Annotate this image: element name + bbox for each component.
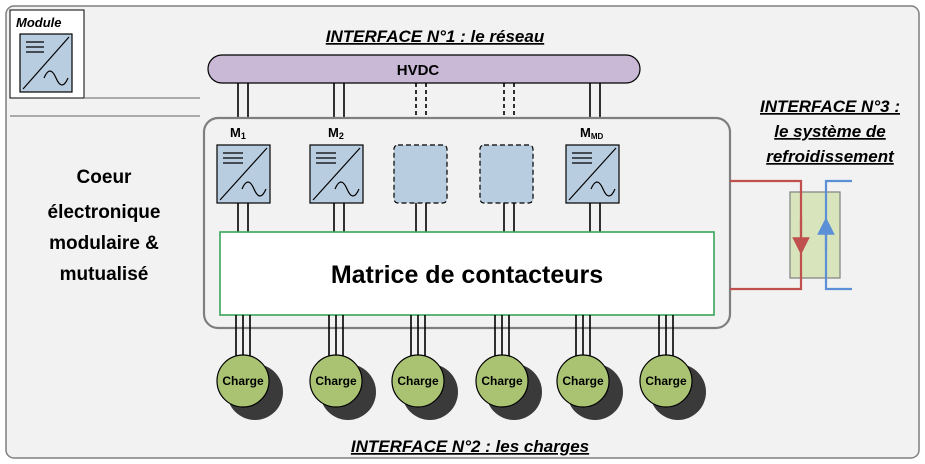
interface3-line3: refroidissement [766, 147, 895, 166]
interface2-label: INTERFACE N°2 : les charges [351, 437, 589, 456]
core-container [202, 116, 732, 330]
module-wires [237, 203, 601, 232]
core-line1: Coeur [77, 167, 133, 188]
module-label-2: M2 [328, 125, 344, 141]
charge-1: Charge [216, 354, 283, 420]
charge-wires [235, 315, 674, 362]
charge-label-3: Charge [397, 374, 439, 388]
core-line2: électronique [48, 202, 161, 223]
interface3-line1: INTERFACE N°3 : [760, 97, 900, 116]
interface1-label: INTERFACE N°1 : le réseau [326, 27, 545, 46]
core-line3: modulaire & [49, 233, 159, 254]
module-icon [19, 33, 73, 93]
charge-label-6: Charge [645, 374, 687, 388]
legend-module: Module [9, 9, 85, 99]
bus-wires [237, 83, 601, 118]
charge-5: Charge [556, 354, 623, 420]
module-label-1: M1 [230, 125, 246, 141]
charge-2: Charge [309, 354, 376, 420]
module-label-md: MMD [580, 125, 604, 141]
module-1 [216, 144, 271, 204]
charge-3: Charge [391, 354, 458, 420]
core-line4: mutualisé [60, 264, 149, 285]
cooling-system [730, 179, 852, 291]
charge-6: Charge [639, 354, 706, 420]
legend-title: Module [16, 15, 62, 30]
charge-label-1: Charge [222, 374, 264, 388]
contactor-matrix [219, 231, 715, 316]
heat-exchanger [789, 191, 841, 279]
hvdc-label: HVDC [397, 62, 440, 79]
module-placeholder-1 [393, 144, 448, 204]
module-placeholder-2 [479, 144, 534, 204]
module-2 [309, 144, 364, 204]
module-md [565, 144, 620, 204]
interface3-line2: le système de [774, 122, 886, 141]
matrix-label: Matrice de contacteurs [331, 261, 603, 289]
hvdc-bus [207, 54, 641, 84]
charge-4: Charge [475, 354, 542, 420]
charge-label-2: Charge [315, 374, 357, 388]
charge-label-5: Charge [562, 374, 604, 388]
charge-label-4: Charge [481, 374, 523, 388]
